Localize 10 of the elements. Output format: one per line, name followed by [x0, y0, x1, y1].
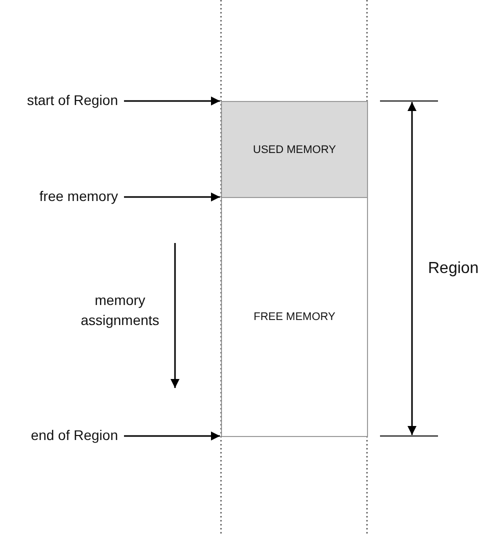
- pointer-label: end of Region: [30, 427, 118, 443]
- memory-block: FREE MEMORY: [221, 197, 368, 437]
- arrow: [124, 432, 220, 440]
- memory-block: USED MEMORY: [221, 101, 368, 198]
- arrow: [124, 192, 220, 202]
- arrow: [124, 96, 220, 106]
- pointer-label: free memory: [39, 188, 118, 204]
- dimension-label: Region: [428, 260, 479, 278]
- pointer-label: start of Region: [26, 92, 118, 108]
- annotation-text: memory assignments: [80, 291, 160, 330]
